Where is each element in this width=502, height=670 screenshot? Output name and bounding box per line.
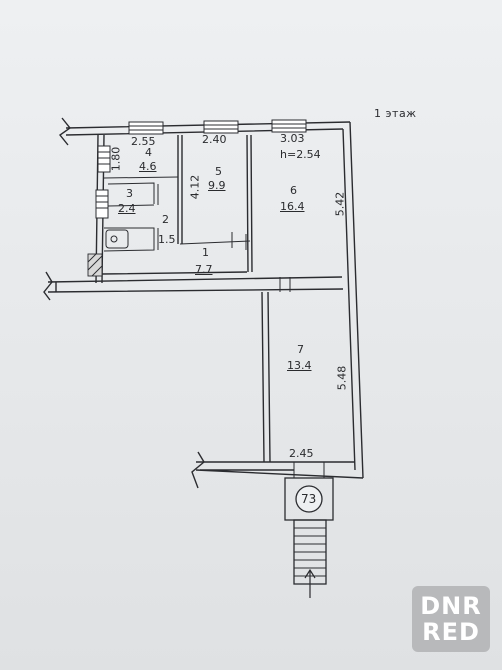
room-7-number: 7: [297, 343, 304, 356]
watermark-line-2: RED: [422, 618, 480, 646]
dimension-5-42: 5.42: [333, 191, 347, 217]
room-3-area: 2.4: [118, 202, 136, 215]
dimension-3-03: 3.03: [280, 132, 305, 145]
wall-corridor-bottom: [47, 282, 344, 293]
dimension-4-12: 4.12: [188, 174, 202, 200]
dimension-5-48: 5.48: [335, 365, 349, 391]
window-room6: [271, 119, 307, 133]
room-1-number: 1: [202, 246, 209, 259]
bathtub-icon: [105, 229, 129, 249]
room-2-number: 2: [162, 213, 169, 226]
partition-2-box: [103, 227, 155, 252]
partition-5-bottom: [179, 240, 251, 245]
room-6-area: 16.4: [280, 200, 305, 213]
window-room4: [128, 121, 164, 135]
room-4-area: 4.6: [139, 160, 157, 173]
wall-right: [342, 121, 364, 479]
wall-bottom: [195, 461, 364, 479]
room-1-area: 7.7: [195, 263, 213, 276]
room-6-number: 6: [290, 184, 297, 197]
floor-label: 1 этаж: [374, 107, 417, 120]
building-number: 73: [301, 492, 317, 506]
dimension-2-40: 2.40: [202, 133, 227, 146]
wall-corridor-top: [47, 271, 343, 283]
wall-break-top-left: [58, 117, 72, 146]
wall-room7-left: [261, 291, 271, 463]
room-2-area: 1.5: [158, 233, 176, 246]
window-left-2: [95, 189, 109, 219]
partition-4-5: [177, 135, 183, 244]
watermark-line-1: DNR: [420, 592, 482, 620]
door-mark-5: [231, 232, 247, 250]
room-3-number: 3: [126, 187, 133, 200]
dimension-2-45: 2.45: [289, 447, 314, 460]
room-7-area: 13.4: [287, 359, 312, 372]
room-4-number: 4: [145, 146, 152, 159]
window-room5: [203, 120, 239, 134]
building-number-circle: [295, 485, 323, 513]
window-left-1: [97, 145, 111, 173]
room-5-area: 9.9: [208, 179, 226, 192]
ventilation-shaft: [87, 253, 103, 277]
dimension-1-80: 1.80: [109, 146, 123, 172]
wall-break-left-mid: [43, 271, 53, 301]
room-5-number: 5: [215, 165, 222, 178]
wall-break-bottom: [191, 451, 205, 489]
partition-below-4: [103, 176, 179, 179]
dimension-2-55: 2.55: [131, 135, 156, 148]
ceiling-height: h=2.54: [280, 148, 321, 161]
door-mark-7: [279, 277, 291, 292]
partition-5-6: [246, 134, 253, 273]
partition-3-box: [107, 182, 155, 207]
entrance-arrow-icon: [304, 568, 316, 598]
watermark-logo: DNR RED: [412, 586, 490, 652]
